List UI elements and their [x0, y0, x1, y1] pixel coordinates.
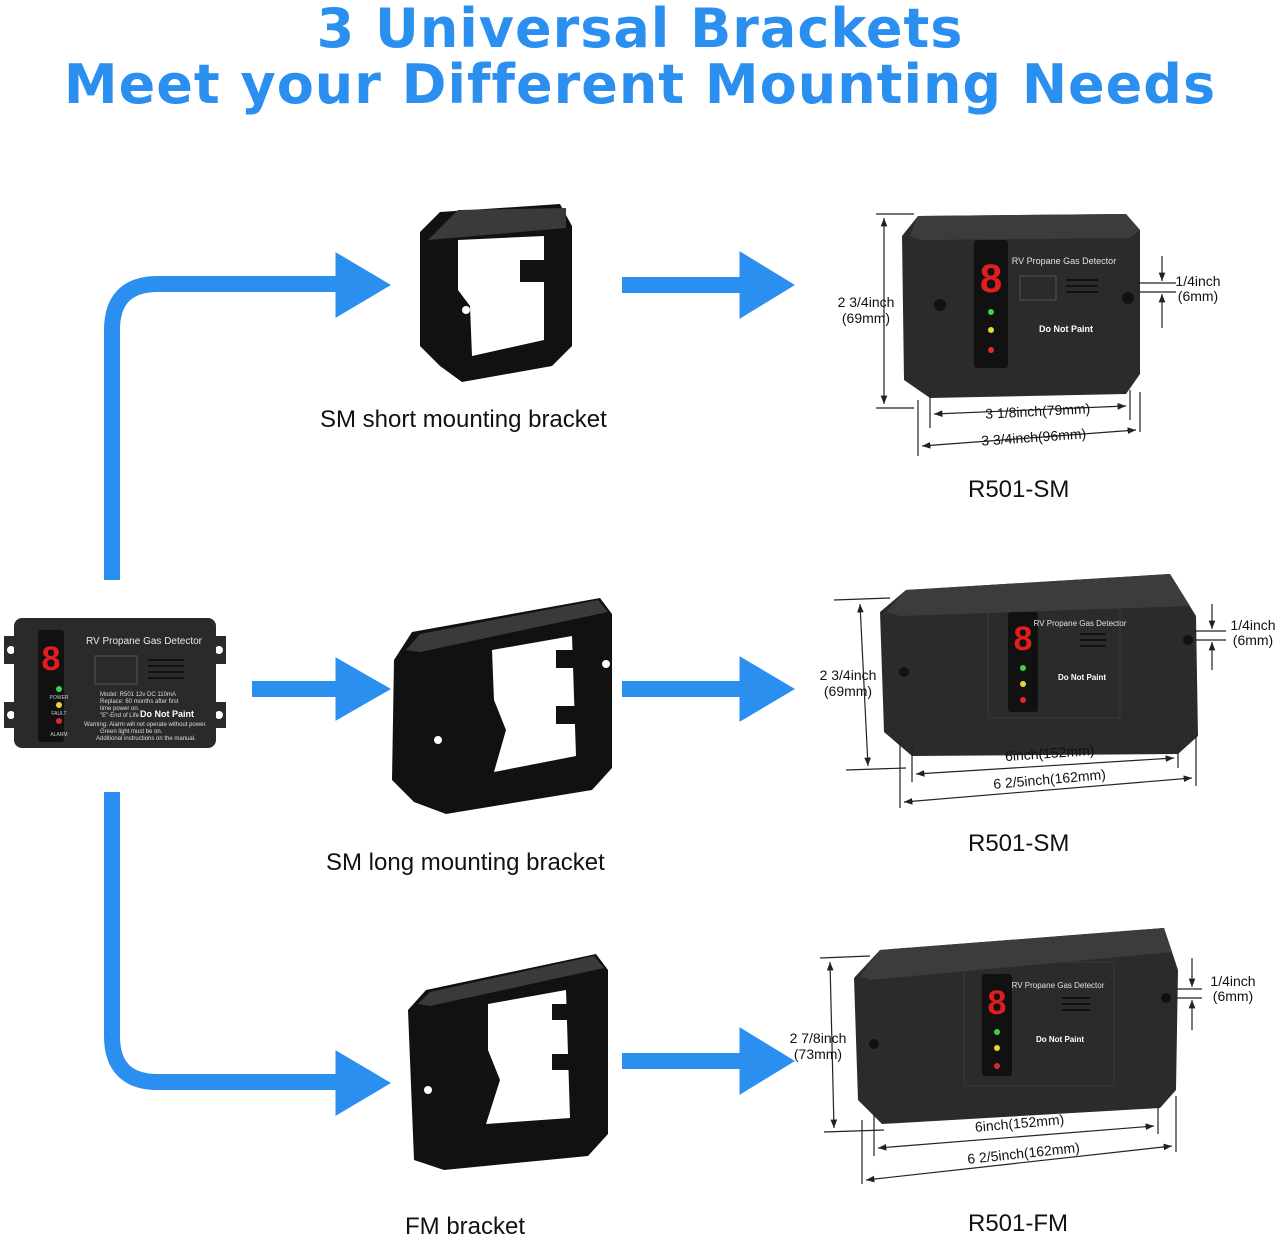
dimension-lines: [819, 213, 1226, 1184]
do-not-paint-text: Do Not Paint: [140, 709, 194, 719]
arrow-icon: [622, 277, 748, 293]
arrow-icon: [739, 1027, 795, 1095]
warning-text: Warning: Alarm will not operate without …: [84, 722, 207, 728]
detector-brand-text: RV Propane Gas Detector: [1034, 619, 1127, 628]
arrow-icon: [335, 657, 392, 721]
warning-text: Green light must be on.: [100, 729, 163, 735]
inner-width-label: 6inch(152mm): [974, 1111, 1065, 1135]
arrow-icon: [622, 681, 748, 697]
bracket-fm: [408, 954, 608, 1170]
bracket-caption-sm-long: SM long mounting bracket: [326, 849, 605, 876]
model-label-sm-long: R501-SM: [968, 830, 1070, 857]
inner-width-label: 6inch(152mm): [1004, 742, 1094, 764]
digit-display: 8: [980, 257, 1002, 301]
outer-width-label: 6 2/5inch(162mm): [993, 766, 1107, 792]
thickness-label: (6mm): [1178, 288, 1218, 304]
digit-display: 8: [42, 640, 61, 678]
arrow-icon: [335, 1050, 391, 1116]
mounted-detector-sm-long: 8 RV Propane Gas Detector Do Not Paint: [880, 574, 1198, 756]
model-label-sm-short: R501-SM: [968, 476, 1070, 503]
mounted-detector-fm: 8 RV Propane Gas Detector Do Not Paint: [854, 928, 1178, 1124]
detector-brand-text: RV Propane Gas Detector: [1012, 256, 1116, 266]
flow-connectors: [104, 276, 345, 1090]
detector-brand-text: RV Propane Gas Detector: [1012, 981, 1105, 990]
info-text: Replace: 60 months after first: [100, 699, 179, 705]
height-label: 2 7/8inch: [790, 1030, 847, 1046]
inner-width-label: 3 1/8inch(79mm): [985, 400, 1091, 421]
info-text: "E"-End of Life: [100, 713, 140, 719]
arrow-icon: [739, 251, 795, 319]
thickness-label: 1/4inch: [1210, 973, 1255, 989]
warning-text: Additional instructions on the manual.: [96, 736, 196, 742]
connector-bottom: [104, 792, 345, 1090]
height-label: (73mm): [794, 1046, 842, 1062]
led-label-power: POWER: [50, 695, 69, 701]
bracket-caption-fm: FM bracket: [405, 1213, 526, 1240]
digit-display: 8: [988, 984, 1007, 1022]
arrow-icon: [622, 1053, 748, 1069]
model-label-fm: R501-FM: [968, 1210, 1069, 1237]
arrow-icon: [739, 656, 795, 722]
do-not-paint-text: Do Not Paint: [1039, 324, 1093, 334]
height-label: 2 3/4inch: [838, 294, 895, 310]
bracket-caption-sm-short: SM short mounting bracket: [320, 406, 607, 433]
bracket-sm-long: [392, 598, 612, 814]
connector-top: [104, 276, 345, 580]
thickness-label: 1/4inch: [1230, 617, 1275, 633]
thickness-label: (6mm): [1233, 632, 1273, 648]
thickness-label: 1/4inch: [1175, 273, 1220, 289]
do-not-paint-text: Do Not Paint: [1036, 1035, 1084, 1044]
arrow-icon: [252, 681, 344, 697]
info-text: time power on.: [100, 706, 140, 712]
info-text: Model: R501 12v DC 110mA: [100, 692, 176, 698]
detector-brand-text: RV Propane Gas Detector: [86, 636, 203, 647]
arrow-icon: [335, 252, 391, 318]
thickness-label: (6mm): [1213, 988, 1253, 1004]
headline-line-1: 3 Universal Brackets: [316, 0, 964, 60]
bracket-sm-short: [420, 204, 572, 382]
height-label: (69mm): [824, 683, 872, 699]
height-label: 2 3/4inch: [820, 667, 877, 683]
outer-width-label: 3 3/4inch(96mm): [981, 425, 1087, 448]
led-label-alarm: ALARM: [50, 732, 67, 738]
flow-arrows: [252, 251, 795, 1116]
mounted-detector-sm-short: 8 RV Propane Gas Detector Do Not Paint: [902, 214, 1140, 398]
headline-line-2: Meet your Different Mounting Needs: [63, 53, 1217, 116]
led-label-fault: FAULT: [51, 711, 66, 717]
digit-display: 8: [1014, 620, 1033, 658]
central-detector: 8 POWER FAULT ALARM RV Propane Gas Detec…: [4, 618, 226, 748]
do-not-paint-text: Do Not Paint: [1058, 673, 1106, 682]
height-label: (69mm): [842, 310, 890, 326]
